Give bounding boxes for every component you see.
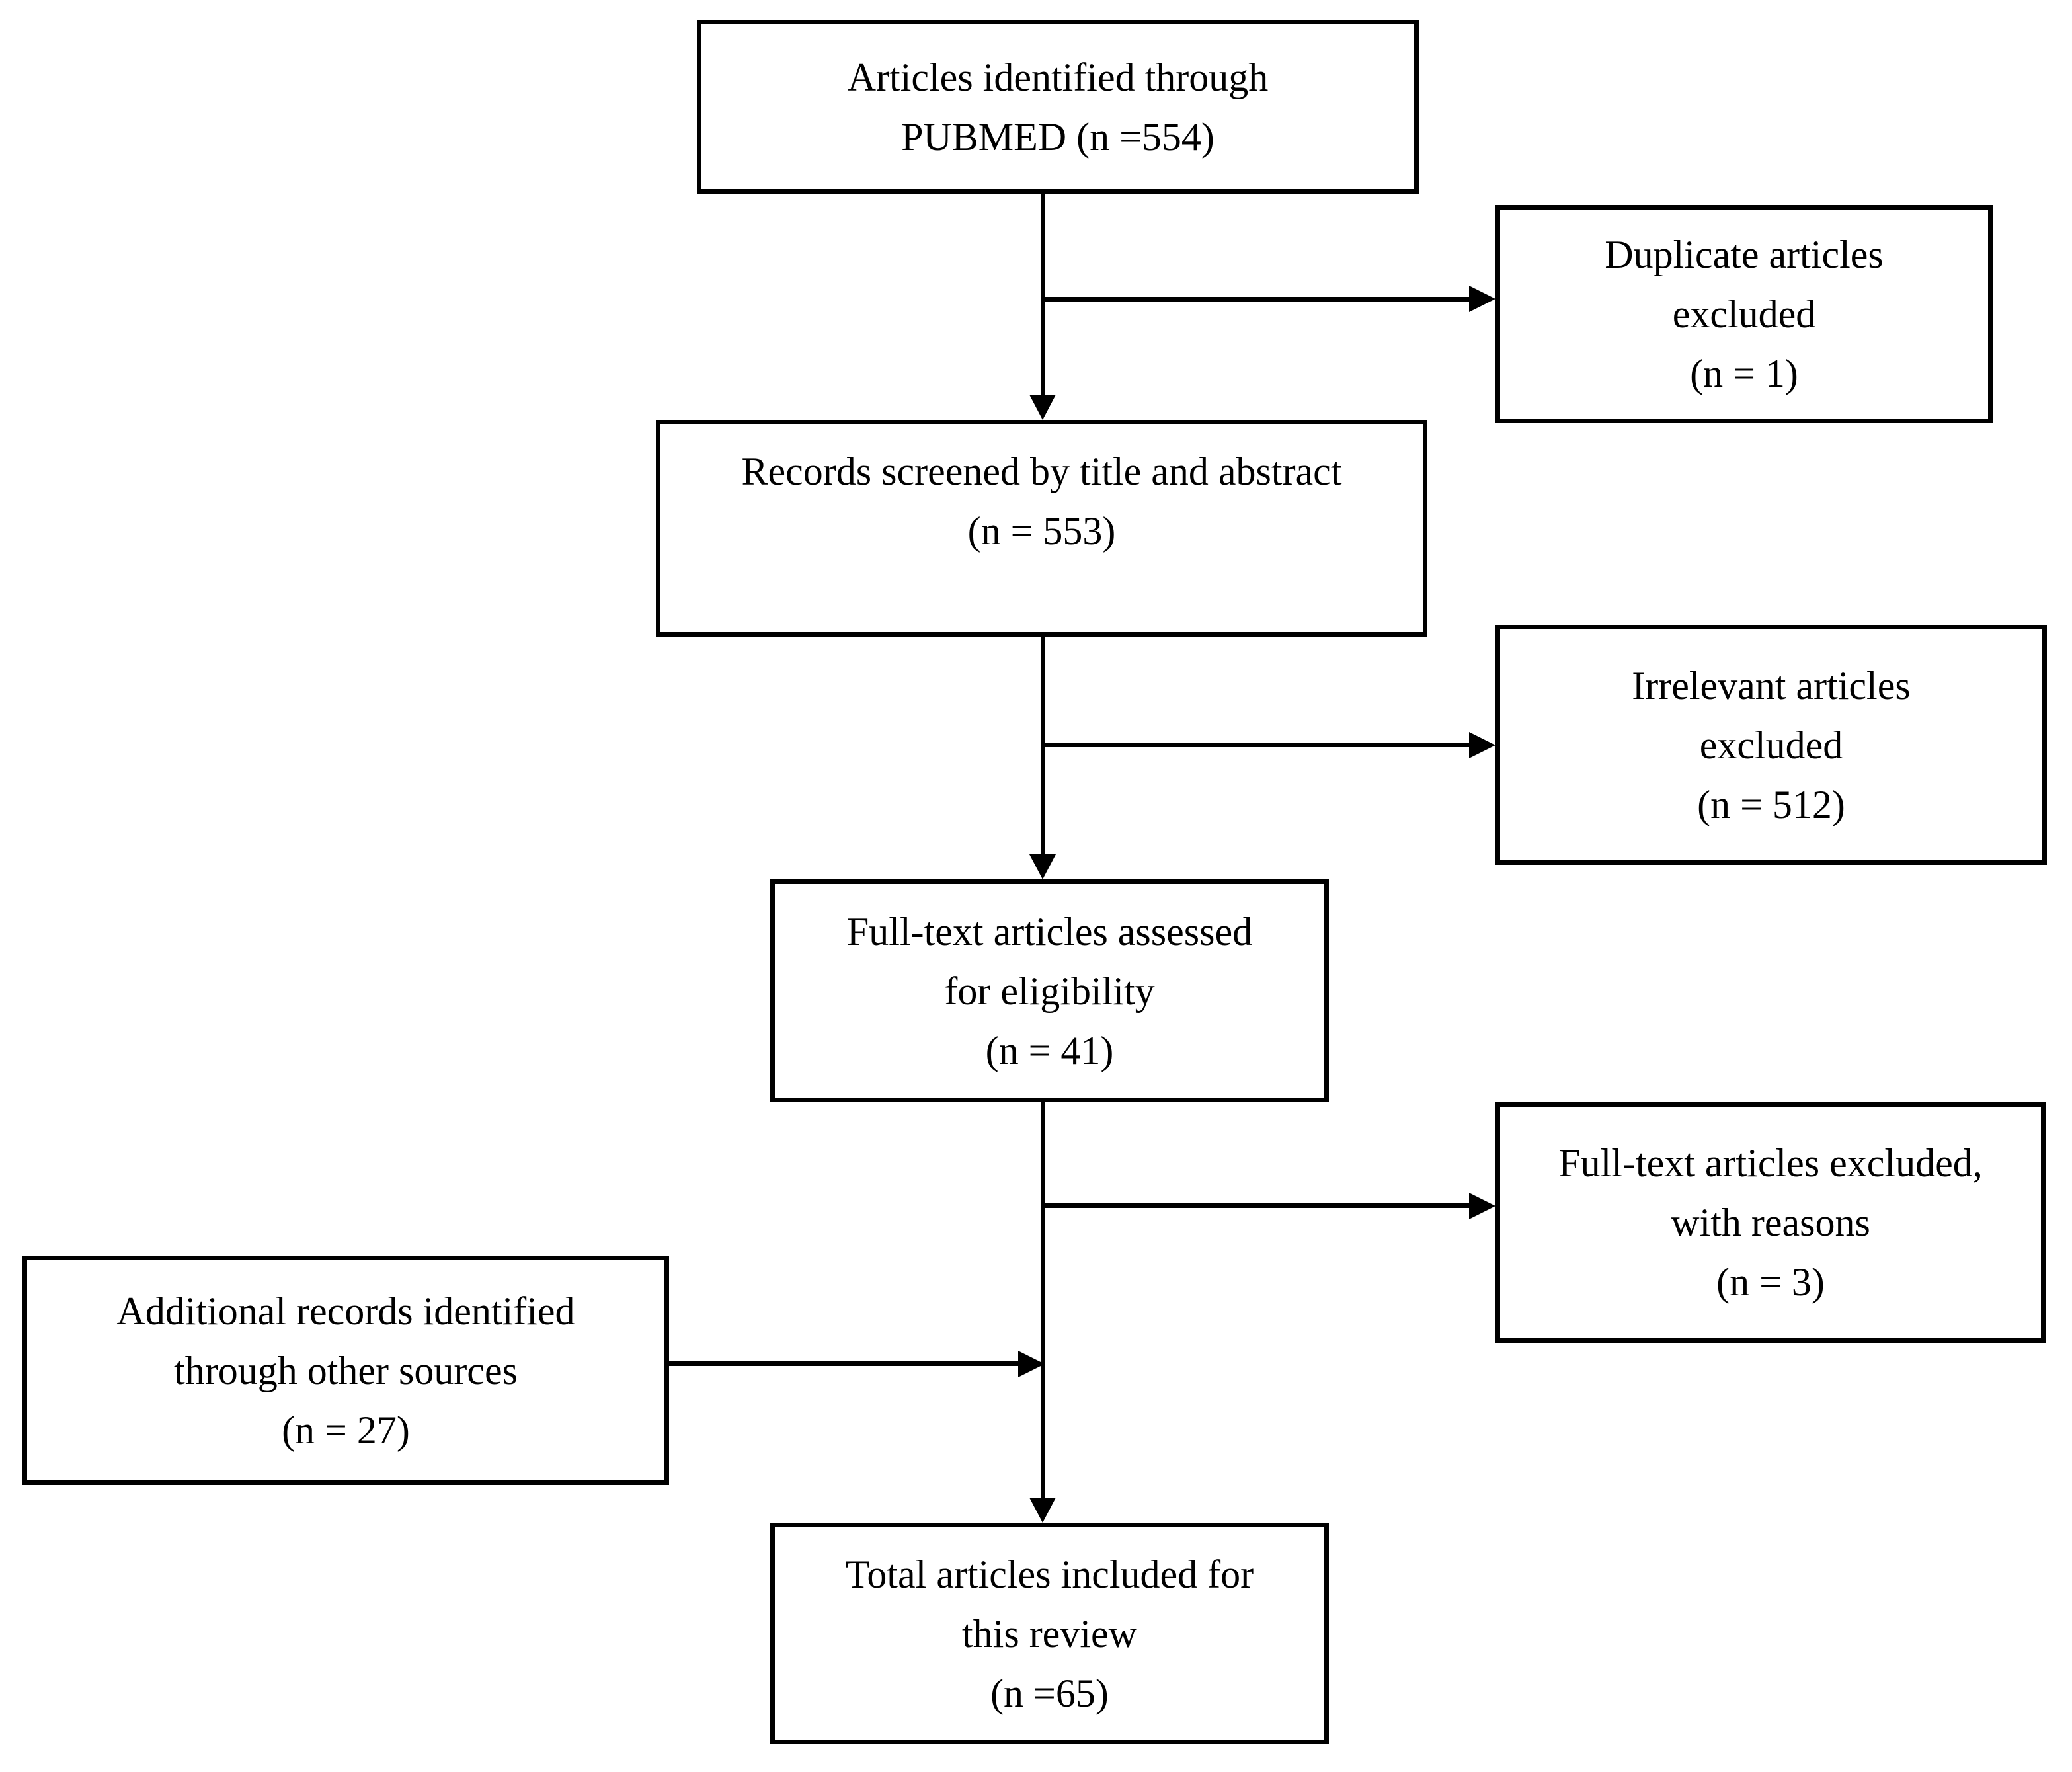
- connector-additional-to-flow: [669, 1361, 1018, 1366]
- connector-fulltext-to-excluded: [1043, 1203, 1469, 1208]
- arrow-right-icon: [1018, 1351, 1045, 1377]
- box-irrelevant-articles-excluded-text: Irrelevant articles excluded (n = 512): [1632, 663, 1911, 826]
- box-additional-records: Additional records identified through ot…: [22, 1256, 669, 1485]
- connector-identified-to-screened: [1041, 194, 1045, 395]
- arrow-down-icon: [1029, 854, 1056, 879]
- box-records-screened-text: Records screened by title and abstract (…: [741, 450, 1342, 553]
- arrow-right-icon: [1469, 1193, 1495, 1219]
- connector-fulltext-to-total: [1041, 1102, 1045, 1498]
- arrow-right-icon: [1469, 286, 1495, 312]
- box-total-included: Total articles included for this review …: [770, 1523, 1329, 1744]
- arrow-right-icon: [1469, 732, 1495, 758]
- box-fulltext-excluded-text: Full-text articles excluded, with reason…: [1558, 1141, 1983, 1304]
- box-fulltext-excluded: Full-text articles excluded, with reason…: [1495, 1102, 2046, 1343]
- box-additional-records-text: Additional records identified through ot…: [116, 1289, 575, 1452]
- connector-identified-to-duplicates: [1043, 297, 1469, 302]
- box-irrelevant-articles-excluded: Irrelevant articles excluded (n = 512): [1495, 625, 2047, 865]
- box-articles-identified-text: Articles identified through PUBMED (n =5…: [847, 55, 1269, 159]
- box-articles-identified: Articles identified through PUBMED (n =5…: [697, 20, 1419, 194]
- box-fulltext-assessed-text: Full-text articles assessed for eligibil…: [846, 909, 1253, 1072]
- arrow-down-icon: [1029, 395, 1056, 420]
- box-fulltext-assessed: Full-text articles assessed for eligibil…: [770, 879, 1329, 1102]
- box-records-screened: Records screened by title and abstract (…: [656, 420, 1427, 637]
- box-duplicate-articles-excluded: Duplicate articles excluded (n = 1): [1495, 205, 1993, 423]
- box-total-included-text: Total articles included for this review …: [845, 1552, 1254, 1715]
- arrow-down-icon: [1029, 1498, 1056, 1523]
- connector-screened-to-irrelevant: [1043, 743, 1469, 747]
- box-duplicate-articles-excluded-text: Duplicate articles excluded (n = 1): [1605, 233, 1884, 395]
